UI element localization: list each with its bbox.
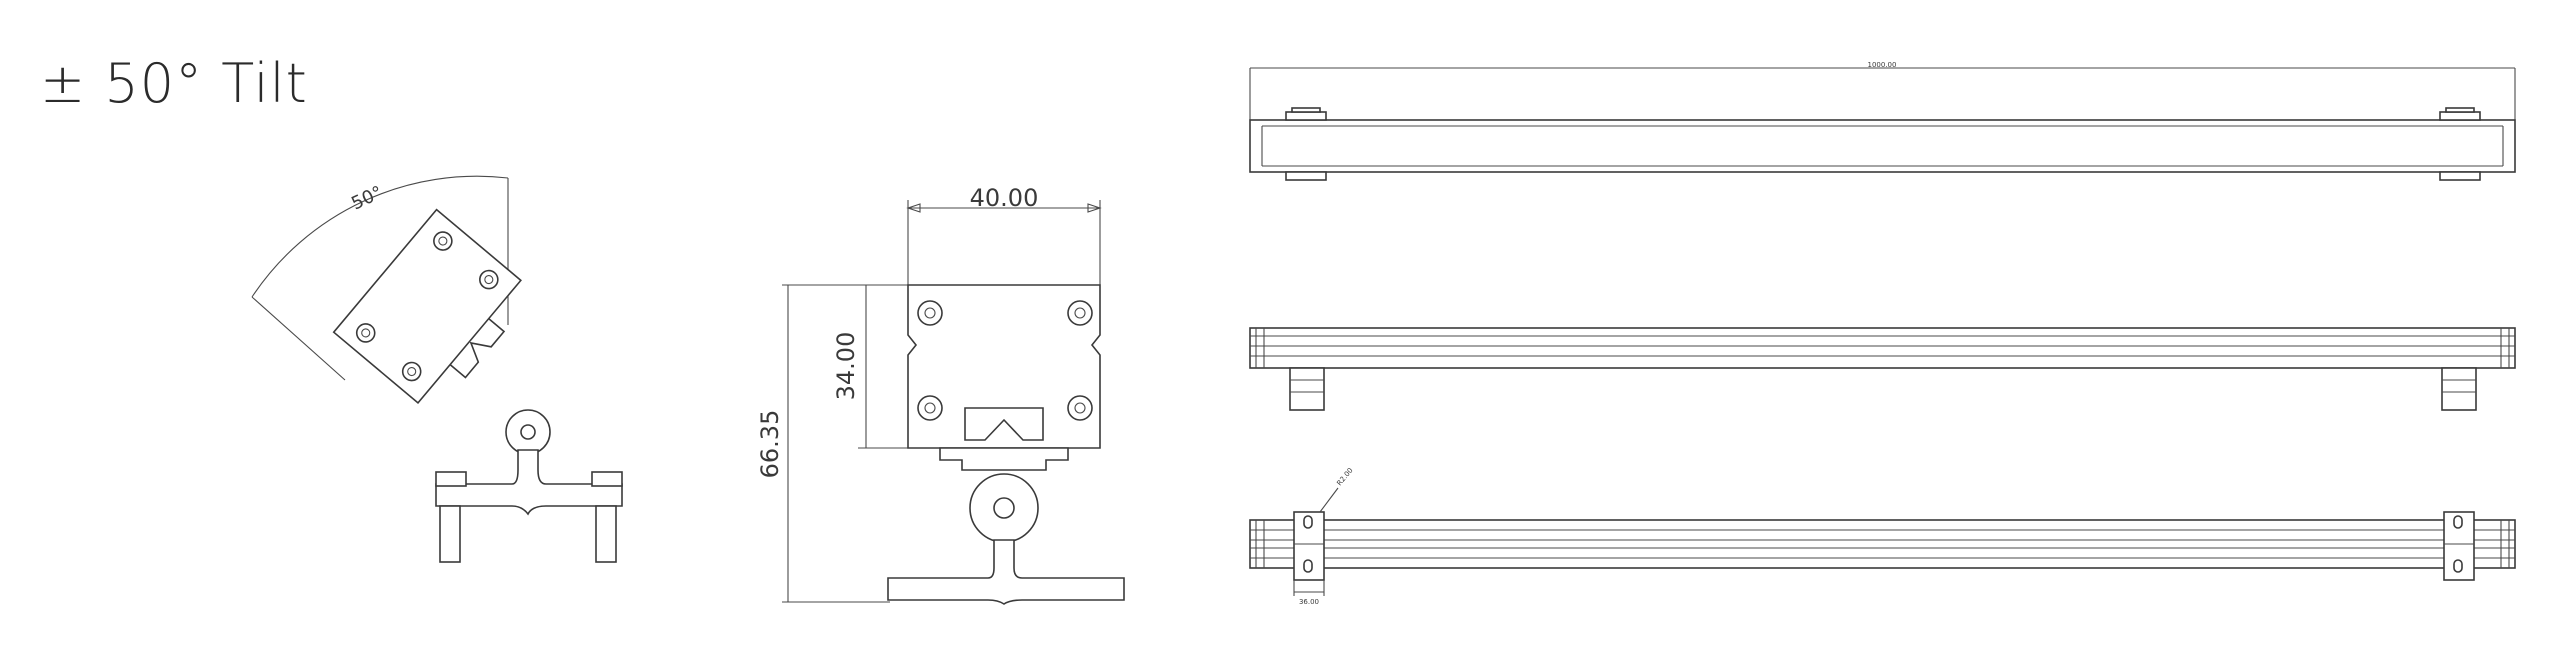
bracket-angle-label: R2.00 [1335,466,1354,487]
tilt-angle-label: 50° [348,182,386,215]
tilt-view: 50° [251,175,623,563]
top-housing [1249,119,2516,173]
side-housing [1249,327,2516,369]
tilt-pivot [505,409,551,455]
tilted-fixture-body [332,208,522,405]
bracket-width-label: 36.00 [1299,598,1319,606]
front-total-height-label: 66.35 [756,410,784,479]
front-body-height-label: 34.00 [832,332,860,401]
front-pivot [969,473,1039,543]
tilt-radial-line [251,296,346,381]
side-view [1249,327,2516,411]
tilt-angle-arc [251,175,509,298]
front-housing [907,284,1101,449]
bottom-view: R2.00 36.00 [1249,466,2516,606]
tilt-bracket [435,449,623,516]
bottom-housing [1249,519,2516,569]
front-width-label: 40.00 [970,184,1039,212]
top-view: 1000.00 [1249,61,2516,181]
page-title: ± 50° Tilt [40,52,308,115]
length-label: 1000.00 [1868,61,1897,69]
front-view: 40.00 34.00 66.35 [756,184,1125,605]
